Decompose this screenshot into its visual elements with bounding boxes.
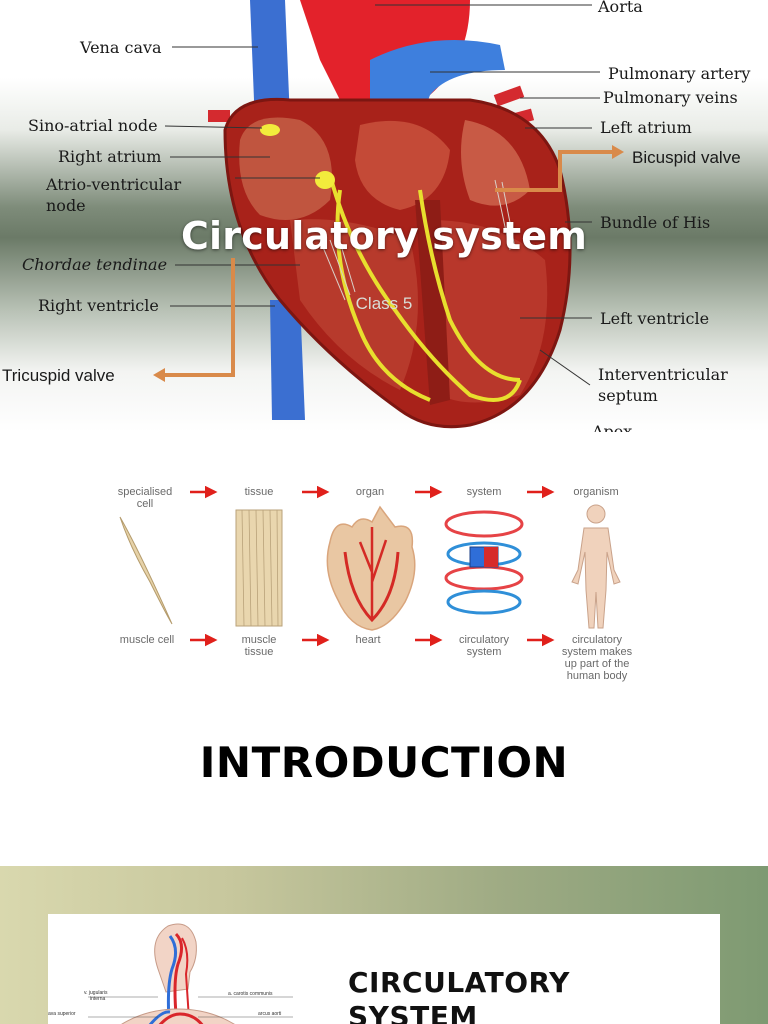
- human-body-icon: [571, 504, 621, 629]
- hierarchy-diagram: [119, 485, 621, 647]
- label-pulmonary-artery: Pulmonary artery: [608, 64, 751, 83]
- label-organ: organ: [355, 486, 385, 498]
- circulatory-system-title: CIRCULATORY SYSTEM: [348, 966, 570, 1024]
- label-apex: Apex: [592, 422, 633, 432]
- content-card: v. jugularis interna a. carotis communis…: [48, 914, 720, 1024]
- circulatory-system-slide: v. jugularis interna a. carotis communis…: [0, 866, 768, 1024]
- label-muscle-cell: muscle cell: [119, 634, 175, 646]
- slide-title: Circulatory system: [180, 214, 588, 258]
- label-system: system: [466, 486, 502, 498]
- label-left-ventricle: Left ventricle: [600, 309, 710, 328]
- muscle-tissue-icon: [235, 509, 283, 627]
- label-tissue: tissue: [244, 486, 274, 498]
- label-sino-atrial-node: Sino-atrial node: [28, 116, 158, 135]
- label-arcus-aorti: arcus aorti: [258, 1011, 282, 1017]
- label-av-node-line2: node: [46, 196, 86, 215]
- label-aorta: Aorta: [598, 0, 643, 16]
- label-bundle-of-his: Bundle of His: [600, 213, 711, 232]
- circulation-body-diagram: [88, 923, 293, 1024]
- label-interventricular-line2: septum: [598, 386, 658, 405]
- label-heart: heart: [355, 634, 381, 646]
- label-cava-superior: ava superior: [48, 1011, 76, 1017]
- label-left-atrium: Left atrium: [600, 118, 692, 137]
- label-interventricular-line1: Interventricular: [598, 365, 728, 384]
- label-jugularis: v. jugularis: [84, 990, 108, 996]
- label-right-ventricle: Right ventricle: [38, 296, 159, 315]
- label-vena-cava: Vena cava: [80, 38, 162, 57]
- label-right-atrium: Right atrium: [58, 147, 162, 166]
- heart-organ-icon: [326, 505, 416, 631]
- label-pulmonary-veins: Pulmonary veins: [603, 88, 738, 107]
- title-slide: Aorta Vena cava Pulmonary artery Pulmona…: [0, 0, 768, 432]
- circulatory-system-icon: [444, 510, 524, 615]
- muscle-cell-icon: [119, 516, 173, 625]
- label-tricuspid-valve: Tricuspid valve: [2, 366, 115, 385]
- introduction-title: INTRODUCTION: [199, 738, 569, 787]
- label-interna: interna: [90, 996, 106, 1002]
- label-chordae-tendinae: Chordae tendinae: [22, 255, 168, 274]
- heart-diagram: [153, 0, 624, 429]
- label-carotis: a. carotis communis: [228, 991, 273, 997]
- label-bicuspid-valve: Bicuspid valve: [632, 148, 741, 167]
- slide-subtitle: Class 5: [355, 294, 413, 313]
- label-organism: organism: [573, 486, 619, 498]
- label-av-node-line1: Atrio-ventricular: [46, 175, 182, 194]
